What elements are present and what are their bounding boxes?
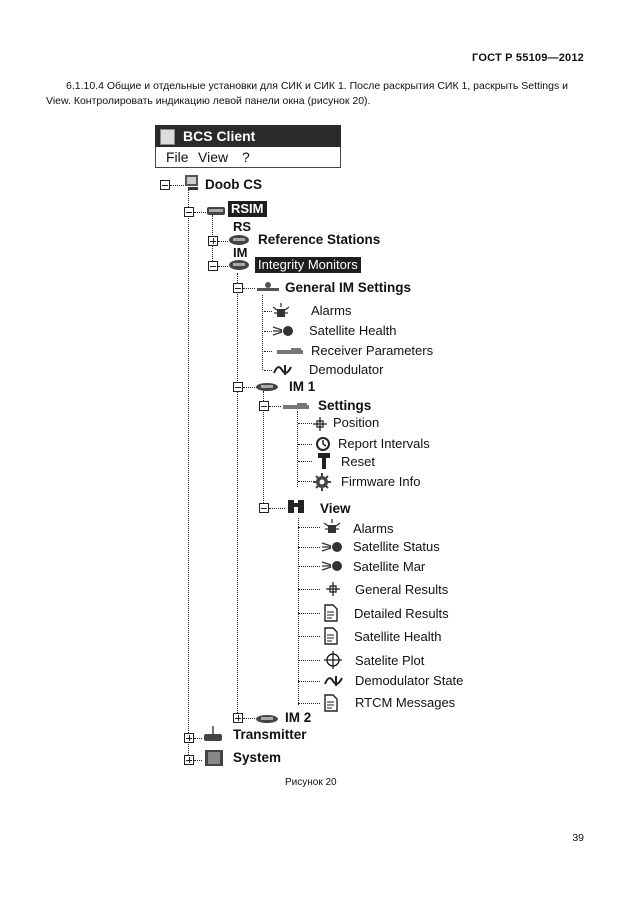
- tree-im-label: IM: [233, 245, 248, 260]
- router-icon: [228, 233, 250, 252]
- antenna-icon: [255, 280, 281, 299]
- satellite-icon: [321, 540, 343, 559]
- tree-transmitter[interactable]: Transmitter: [233, 727, 307, 742]
- tree-satellite-health[interactable]: Satellite Health: [309, 323, 397, 338]
- expand-toggle-transmitter[interactable]: [184, 733, 194, 743]
- collapse-toggle-view[interactable]: [259, 503, 269, 513]
- crosshair-icon: [324, 651, 342, 674]
- tree-firmware-info[interactable]: Firmware Info: [341, 474, 421, 489]
- menu-help[interactable]: ?: [242, 149, 250, 165]
- tree-reset[interactable]: Reset: [341, 454, 375, 469]
- computer-icon: [184, 173, 202, 196]
- tree-system[interactable]: System: [233, 750, 282, 765]
- antenna-icon: [202, 725, 224, 748]
- menu-file[interactable]: File: [166, 149, 189, 165]
- tree-integrity-monitors[interactable]: Integrity Monitors: [255, 257, 361, 273]
- tree-rtcm-messages[interactable]: RTCM Messages: [355, 695, 456, 710]
- tree-rsim[interactable]: RSIM: [228, 201, 267, 217]
- tree-root[interactable]: Doob CS: [205, 177, 262, 192]
- collapse-toggle-rsim[interactable]: [184, 207, 194, 217]
- tree-im2[interactable]: IM 2: [285, 710, 312, 725]
- tree-alarms[interactable]: Alarms: [311, 303, 352, 318]
- figure-caption: Рисунок 20: [285, 777, 337, 788]
- router-icon: [255, 712, 279, 730]
- router-icon: [255, 380, 279, 398]
- window-titlebar: BCS Client: [155, 125, 341, 147]
- figure-bcs-client: BCS Client File View ? Doob CS RSIM RS R…: [155, 125, 495, 775]
- waveform-icon: [324, 674, 344, 693]
- expand-toggle-system[interactable]: [184, 755, 194, 765]
- body-paragraph: 6.1.10.4 Общие и отдельные установки для…: [46, 80, 568, 107]
- receiver-icon: [275, 345, 305, 363]
- collapse-toggle-integrity-monitors[interactable]: [208, 261, 218, 271]
- tree-satellite-mar[interactable]: Satellite Mar: [353, 559, 426, 574]
- tree-view-satellite-health[interactable]: Satellite Health: [354, 629, 442, 644]
- tree-general-results[interactable]: General Results: [355, 582, 449, 597]
- tree-detailed-results[interactable]: Detailed Results: [354, 606, 449, 621]
- expand-toggle-im2[interactable]: [233, 713, 243, 723]
- waveform-icon: [273, 363, 293, 382]
- satellite-icon: [321, 559, 343, 578]
- document-icon: [324, 627, 338, 650]
- receiver-icon: [281, 400, 311, 418]
- clock-icon: [315, 436, 331, 457]
- tree-im1[interactable]: IM 1: [289, 379, 316, 394]
- crosshair-icon: [312, 416, 328, 437]
- tree-position[interactable]: Position: [333, 415, 380, 430]
- expand-toggle-reference-stations[interactable]: [208, 236, 218, 246]
- tree-satellite-plot[interactable]: Satelite Plot: [355, 653, 425, 668]
- satellite-icon: [272, 324, 294, 343]
- menu-view[interactable]: View: [198, 149, 229, 165]
- tree-report-intervals[interactable]: Report Intervals: [338, 436, 430, 451]
- document-icon: [324, 604, 338, 627]
- tree-view-alarms[interactable]: Alarms: [353, 521, 394, 536]
- tree-reference-stations[interactable]: Reference Stations: [258, 232, 381, 247]
- window-title: BCS Client: [183, 128, 256, 144]
- router-icon: [228, 258, 250, 277]
- tree-rs-label: RS: [233, 219, 252, 234]
- binoculars-icon: [286, 498, 306, 519]
- tree-demodulator[interactable]: Demodulator: [309, 362, 384, 377]
- tree-receiver-parameters[interactable]: Receiver Parameters: [311, 343, 434, 358]
- router-icon: [206, 204, 226, 223]
- tree-settings[interactable]: Settings: [318, 398, 372, 413]
- hammer-icon: [317, 452, 331, 475]
- tree-satellite-status[interactable]: Satellite Status: [353, 539, 440, 554]
- document-header: ГОСТ Р 55109—2012: [472, 52, 584, 64]
- crosshair-icon: [325, 581, 341, 602]
- alarm-icon: [323, 519, 341, 540]
- gear-icon: [313, 473, 331, 496]
- menu-bar: File View ?: [155, 147, 341, 168]
- collapse-toggle-settings[interactable]: [259, 401, 269, 411]
- app-icon: [160, 129, 175, 145]
- page-number: 39: [572, 832, 584, 844]
- collapse-toggle-root[interactable]: [160, 180, 170, 190]
- collapse-toggle-im1[interactable]: [233, 382, 243, 392]
- tree-demodulator-state[interactable]: Demodulator State: [355, 673, 464, 688]
- tree-general-im-settings[interactable]: General IM Settings: [285, 280, 412, 295]
- collapse-toggle-general-im-settings[interactable]: [233, 283, 243, 293]
- tree-view[interactable]: View: [320, 501, 351, 516]
- document-icon: [324, 694, 338, 717]
- alarm-icon: [272, 303, 290, 324]
- server-rack-icon: [203, 749, 225, 772]
